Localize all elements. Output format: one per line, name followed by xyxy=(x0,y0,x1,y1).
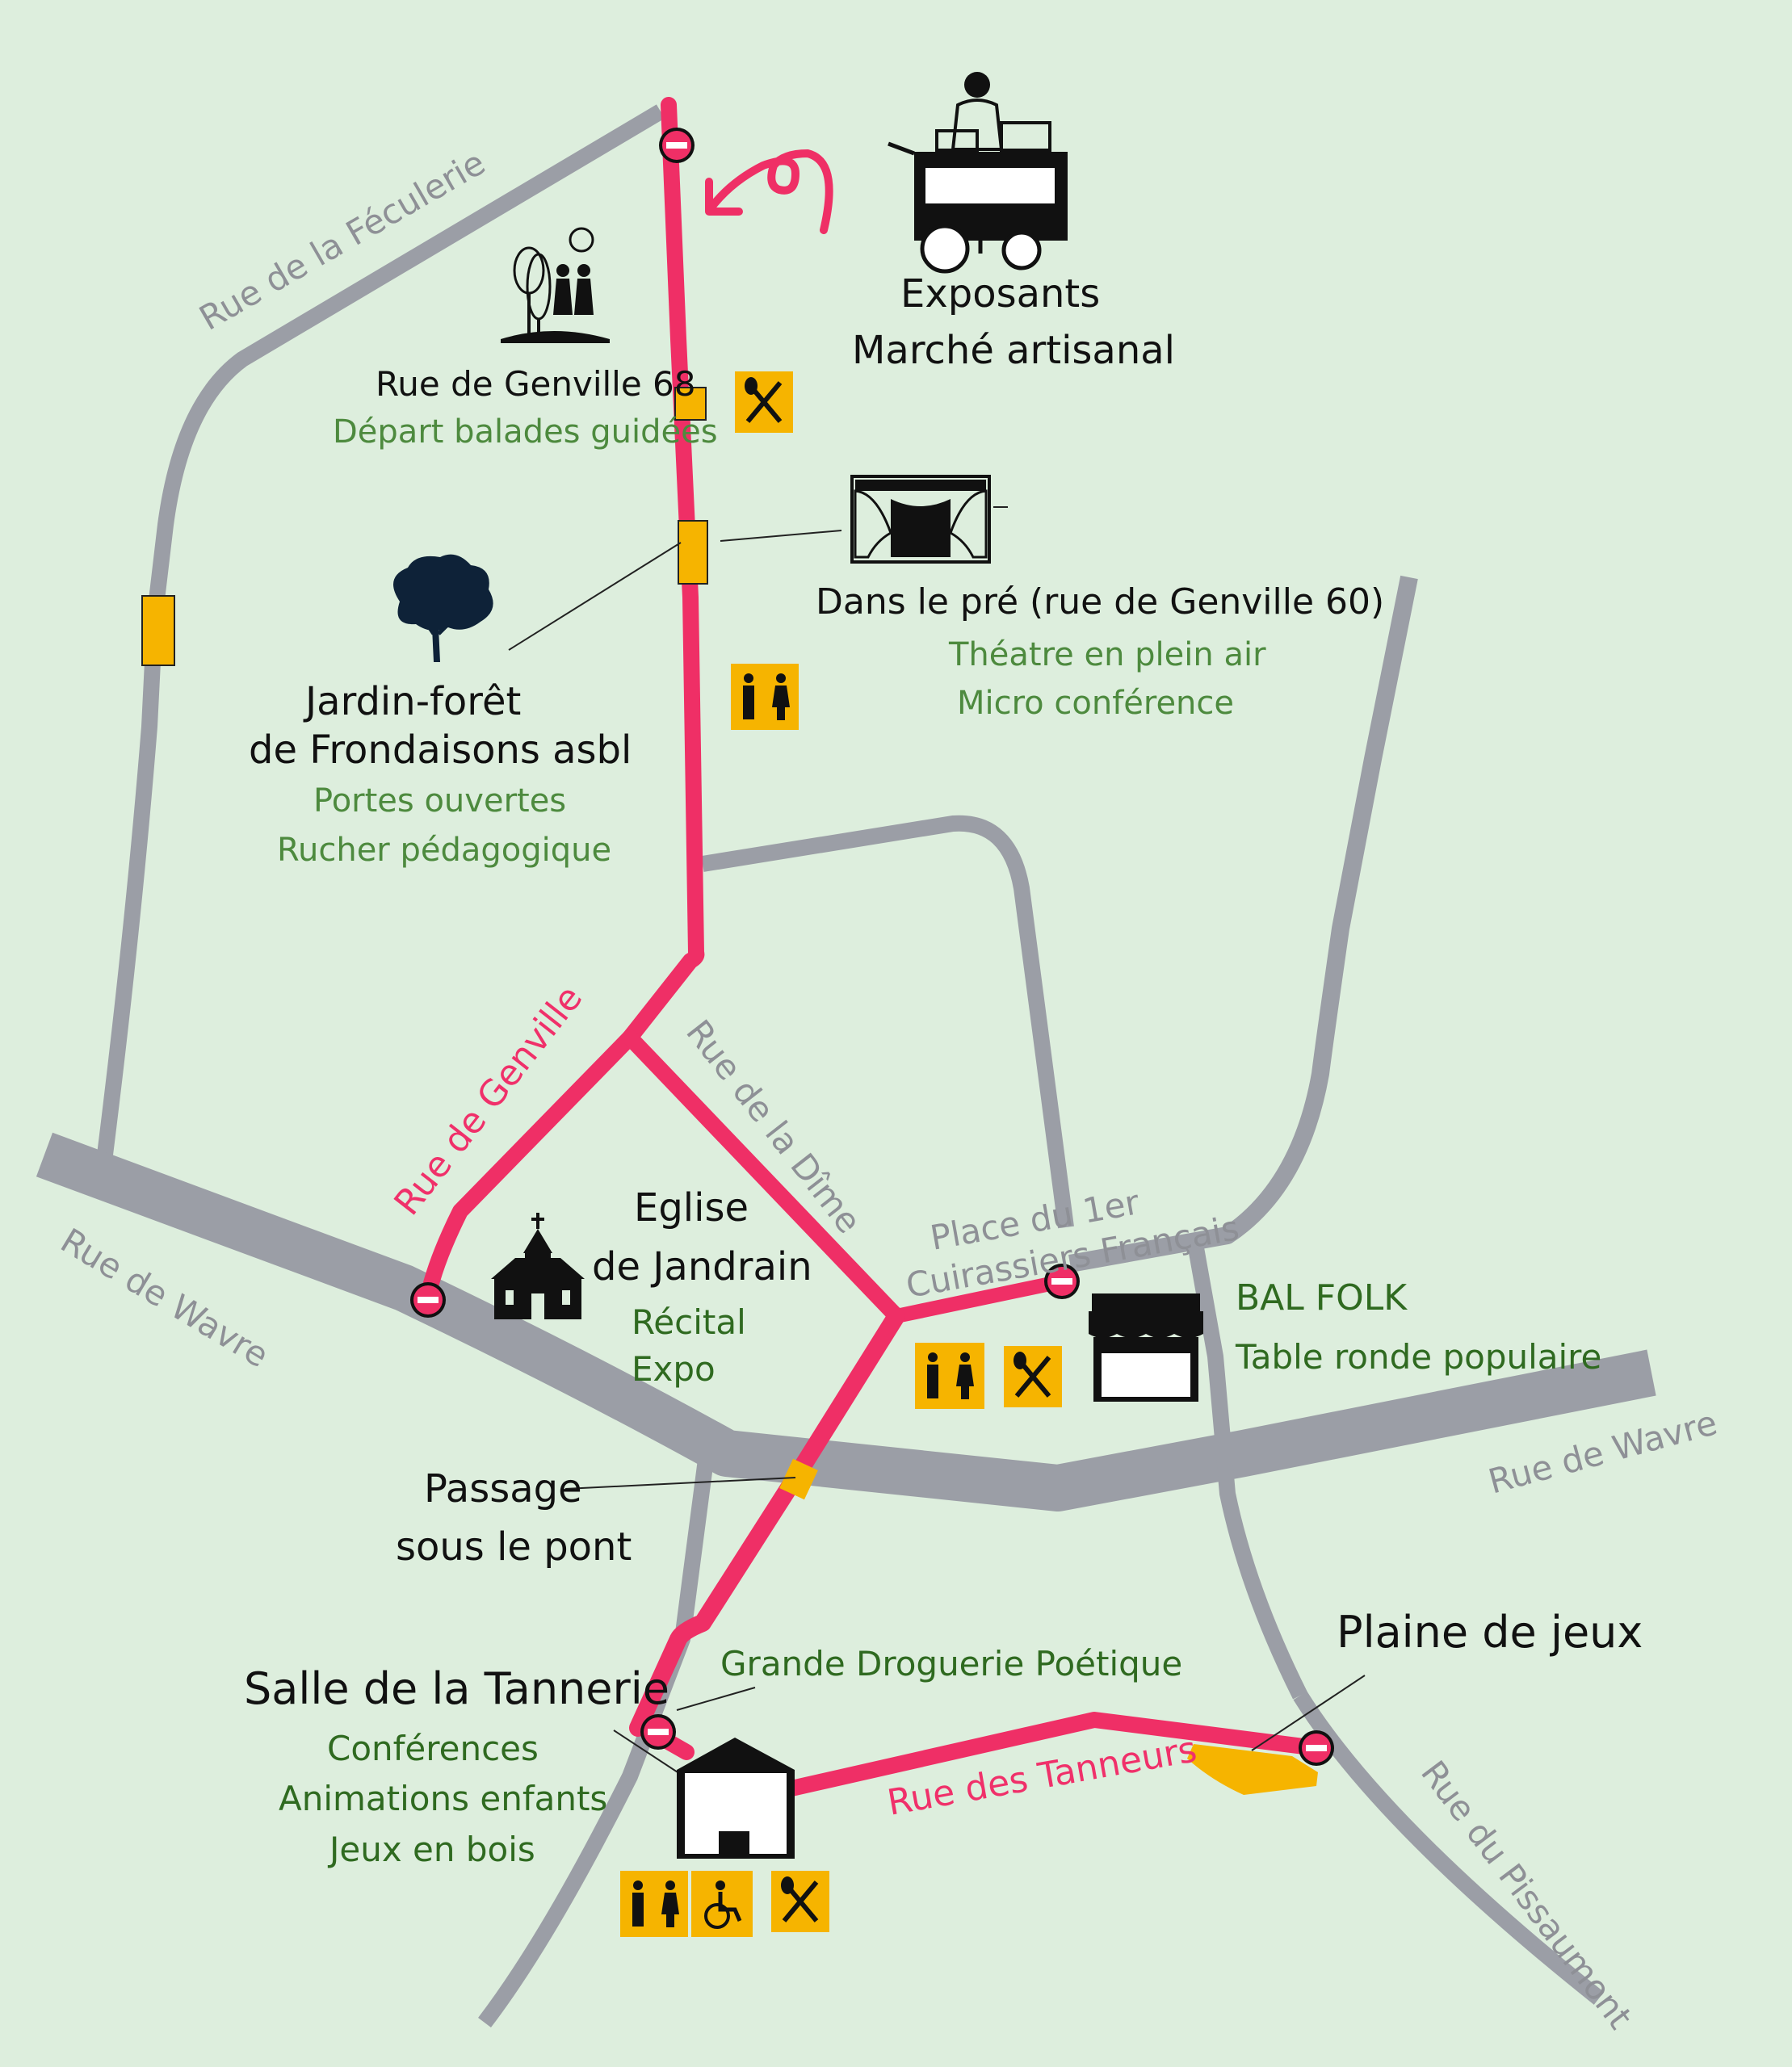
tannerie-activity-1: Conférences xyxy=(327,1729,539,1768)
route-curl-arrow xyxy=(707,149,833,234)
road-feculerie[interactable] xyxy=(97,104,665,1156)
tannerie-activity-3: Jeux en bois xyxy=(327,1830,535,1869)
pre-title: Dans le pré (rue de Genville 60) xyxy=(816,581,1384,623)
food-icon[interactable] xyxy=(1004,1346,1062,1407)
wheelchair-icon[interactable] xyxy=(691,1871,753,1937)
exposants-title: Exposants xyxy=(900,271,1100,317)
leader-passage xyxy=(564,1477,796,1490)
toilets-icon[interactable] xyxy=(620,1871,688,1937)
leader-pre xyxy=(720,530,842,542)
food-icon[interactable] xyxy=(771,1871,829,1932)
eglise-activity-1: Récital xyxy=(632,1302,746,1342)
passage-title-2: sous le pont xyxy=(396,1524,632,1570)
eglise-activity-2: Expo xyxy=(632,1349,716,1389)
balfolk-activity: Table ronde populaire xyxy=(1235,1337,1601,1377)
event-route xyxy=(420,97,1324,1797)
no-entry-markers xyxy=(410,128,1334,1766)
eglise-title-1: Eglise xyxy=(634,1185,749,1231)
route-curl-arrowhead xyxy=(705,178,743,216)
leader-droguerie xyxy=(676,1687,756,1711)
food-icon[interactable] xyxy=(735,371,793,433)
route-south[interactable] xyxy=(629,1307,905,1737)
pre-activity-2: Micro conférence xyxy=(957,685,1234,722)
tannerie-activity-2: Animations enfants xyxy=(279,1779,607,1818)
exposants-subtitle: Marché artisanal xyxy=(852,328,1175,373)
route-place[interactable] xyxy=(889,1274,1069,1323)
market-cart-icon xyxy=(888,72,1068,274)
genville68-title: Rue de Genville 68 xyxy=(376,364,695,404)
passage-bridge-marker[interactable] xyxy=(779,1458,818,1500)
hall-building-icon xyxy=(677,1738,795,1859)
leader-jardin xyxy=(508,542,682,651)
road-north-loop[interactable] xyxy=(701,815,1074,1229)
no-entry-icon[interactable] xyxy=(1299,1730,1334,1766)
walkers-illustration-icon xyxy=(501,227,610,343)
jardin-title-1: Jardin-forêt xyxy=(303,679,521,724)
genville68-marker[interactable] xyxy=(674,387,707,421)
pre-marker[interactable] xyxy=(678,520,708,585)
road-pissaumont-north[interactable] xyxy=(1187,1242,1307,1700)
no-entry-icon[interactable] xyxy=(410,1282,446,1318)
plaine-title: Plaine de jeux xyxy=(1337,1607,1643,1658)
droguerie-title: Grande Droguerie Poétique xyxy=(720,1644,1182,1683)
toilets-icon[interactable] xyxy=(731,664,799,730)
route-genville-main[interactable] xyxy=(622,97,705,1046)
route-dime[interactable] xyxy=(622,1029,904,1324)
no-entry-icon[interactable] xyxy=(640,1714,676,1750)
tree-icon xyxy=(393,554,493,662)
balfolk-title: BAL FOLK xyxy=(1236,1277,1408,1319)
road-pissaumont[interactable] xyxy=(1293,1691,1605,2005)
genville68-activity: Départ balades guidées xyxy=(333,413,718,451)
jardin-activity-2: Rucher pédagogique xyxy=(277,832,611,869)
theatre-stage-icon xyxy=(850,475,991,564)
shop-icon xyxy=(1089,1293,1203,1402)
no-entry-icon[interactable] xyxy=(1044,1264,1080,1299)
road-south-west[interactable] xyxy=(478,1452,715,2028)
eglise-title-2: de Jandrain xyxy=(592,1244,812,1289)
no-entry-icon[interactable] xyxy=(659,128,695,163)
jardin-activity-1: Portes ouvertes xyxy=(313,782,566,820)
pre-activity-1: Théatre en plein air xyxy=(948,636,1266,673)
road-east[interactable] xyxy=(1068,575,1418,1272)
road-network xyxy=(36,104,1656,2028)
jardin-title-2: de Frondaisons asbl xyxy=(249,727,632,773)
road-wavre[interactable] xyxy=(36,1132,1656,1511)
plaine-area[interactable] xyxy=(1187,1744,1318,1795)
leader-plaine xyxy=(1251,1675,1366,1751)
passage-title-1: Passage xyxy=(424,1466,582,1511)
feculerie-marker[interactable] xyxy=(141,595,175,666)
toilets-icon[interactable] xyxy=(915,1343,984,1409)
church-icon xyxy=(491,1213,585,1319)
tannerie-title: Salle de la Tannerie xyxy=(244,1663,669,1714)
